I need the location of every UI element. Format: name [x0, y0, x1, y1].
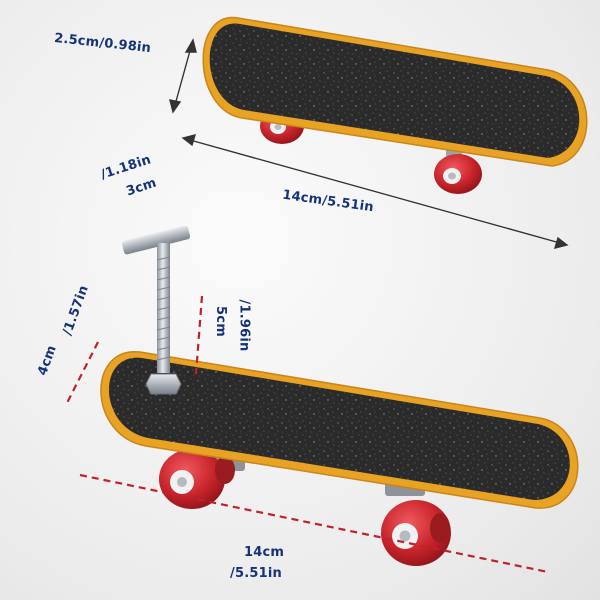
top-length-arrow — [181, 134, 569, 249]
screw-height-in-label: /1.96in — [236, 299, 252, 352]
top-deck-grip — [209, 23, 580, 158]
dimension-guides — [65, 295, 549, 574]
bottom-deck-grip — [108, 357, 570, 500]
bottom-length-cm-label: 14cm — [244, 545, 285, 560]
bottom-right-wheel — [381, 500, 451, 566]
bottom-length-in-label: /5.51in — [230, 566, 282, 581]
top-front-wheel — [434, 148, 482, 194]
bottom-skateboard — [100, 351, 579, 566]
screw-height-cm-label: 5cm — [212, 306, 228, 337]
top-skateboard — [202, 17, 588, 194]
bottom-left-wheel — [159, 449, 235, 509]
t-handle-screw — [121, 225, 191, 395]
top-height-arrow — [169, 38, 197, 114]
